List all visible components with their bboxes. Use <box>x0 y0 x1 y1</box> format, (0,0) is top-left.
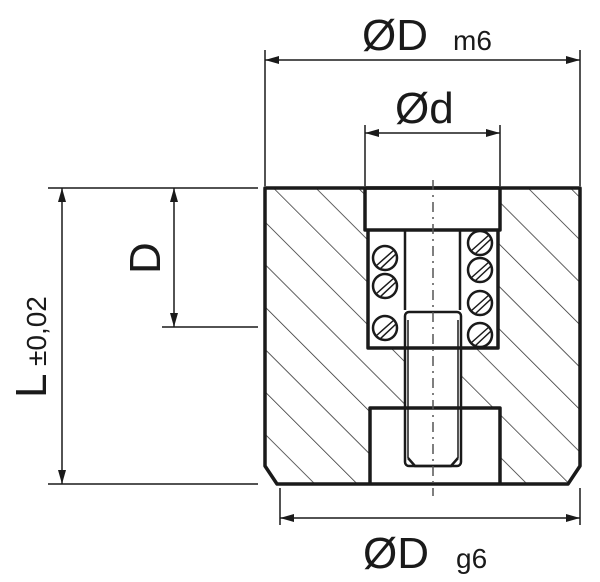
spring-coils <box>371 229 494 349</box>
dimension-length: L ±0,02 <box>7 187 258 485</box>
depth-label: D <box>121 242 170 274</box>
outer-diameter-top-fit: m6 <box>453 25 492 56</box>
inner-diameter-label: Ød <box>395 84 454 133</box>
outer-diameter-bottom-label: ØD <box>363 529 429 578</box>
outer-diameter-bottom-fit: g6 <box>456 543 487 574</box>
dimension-inner-diameter: Ød <box>364 84 501 186</box>
counterbore <box>368 406 502 484</box>
plunger-stem <box>403 230 462 310</box>
dimension-outer-diameter-bottom: ØD g6 <box>279 488 581 578</box>
hatched-body-section <box>265 188 580 484</box>
dimension-depth: D <box>121 187 258 328</box>
dimension-outer-diameter-top: ØD m6 <box>264 11 581 186</box>
body-outline <box>263 186 582 486</box>
spring-cavity <box>366 230 500 350</box>
length-label: L <box>7 374 56 398</box>
outer-diameter-top-label: ØD <box>362 11 428 60</box>
length-tolerance: ±0,02 <box>21 296 52 366</box>
